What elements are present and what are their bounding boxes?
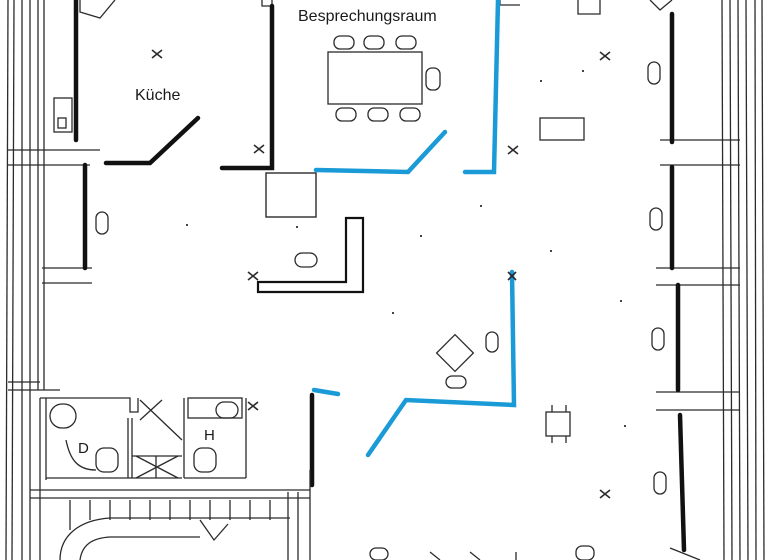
sink-icon [187,397,243,419]
top-walls [79,0,673,19]
existing-walls [73,0,687,553]
chair-icon [363,35,385,50]
meeting-room-label: Besprechungsraum [298,8,437,25]
kitchen-counter [53,97,73,133]
bathroom-block [39,397,247,560]
right-facade [656,0,765,560]
room-h-label: H [204,427,215,444]
furniture [95,61,667,560]
new-walls [311,0,517,458]
bottom-marks [429,547,701,560]
room-d-label: D [78,440,89,457]
sink-icon [215,401,239,419]
left-facade [5,0,100,560]
toilet-icon [95,447,119,473]
staircase-icon [30,470,311,560]
chair-icon [335,107,357,122]
table-icon [327,51,423,105]
meeting-table [327,35,441,122]
kitchen-label: Küche [135,87,181,104]
chair-icon [399,107,421,122]
chair-icon [367,107,389,122]
toilet-icon [193,447,217,473]
chair-icon [395,35,417,50]
hatch-dots [186,70,626,427]
interior-box [265,172,317,218]
chair-icon [333,35,355,50]
toilet-icon [49,403,77,429]
outlined-wall [256,216,365,294]
chair-icon [425,67,441,91]
column-icon [151,49,611,499]
